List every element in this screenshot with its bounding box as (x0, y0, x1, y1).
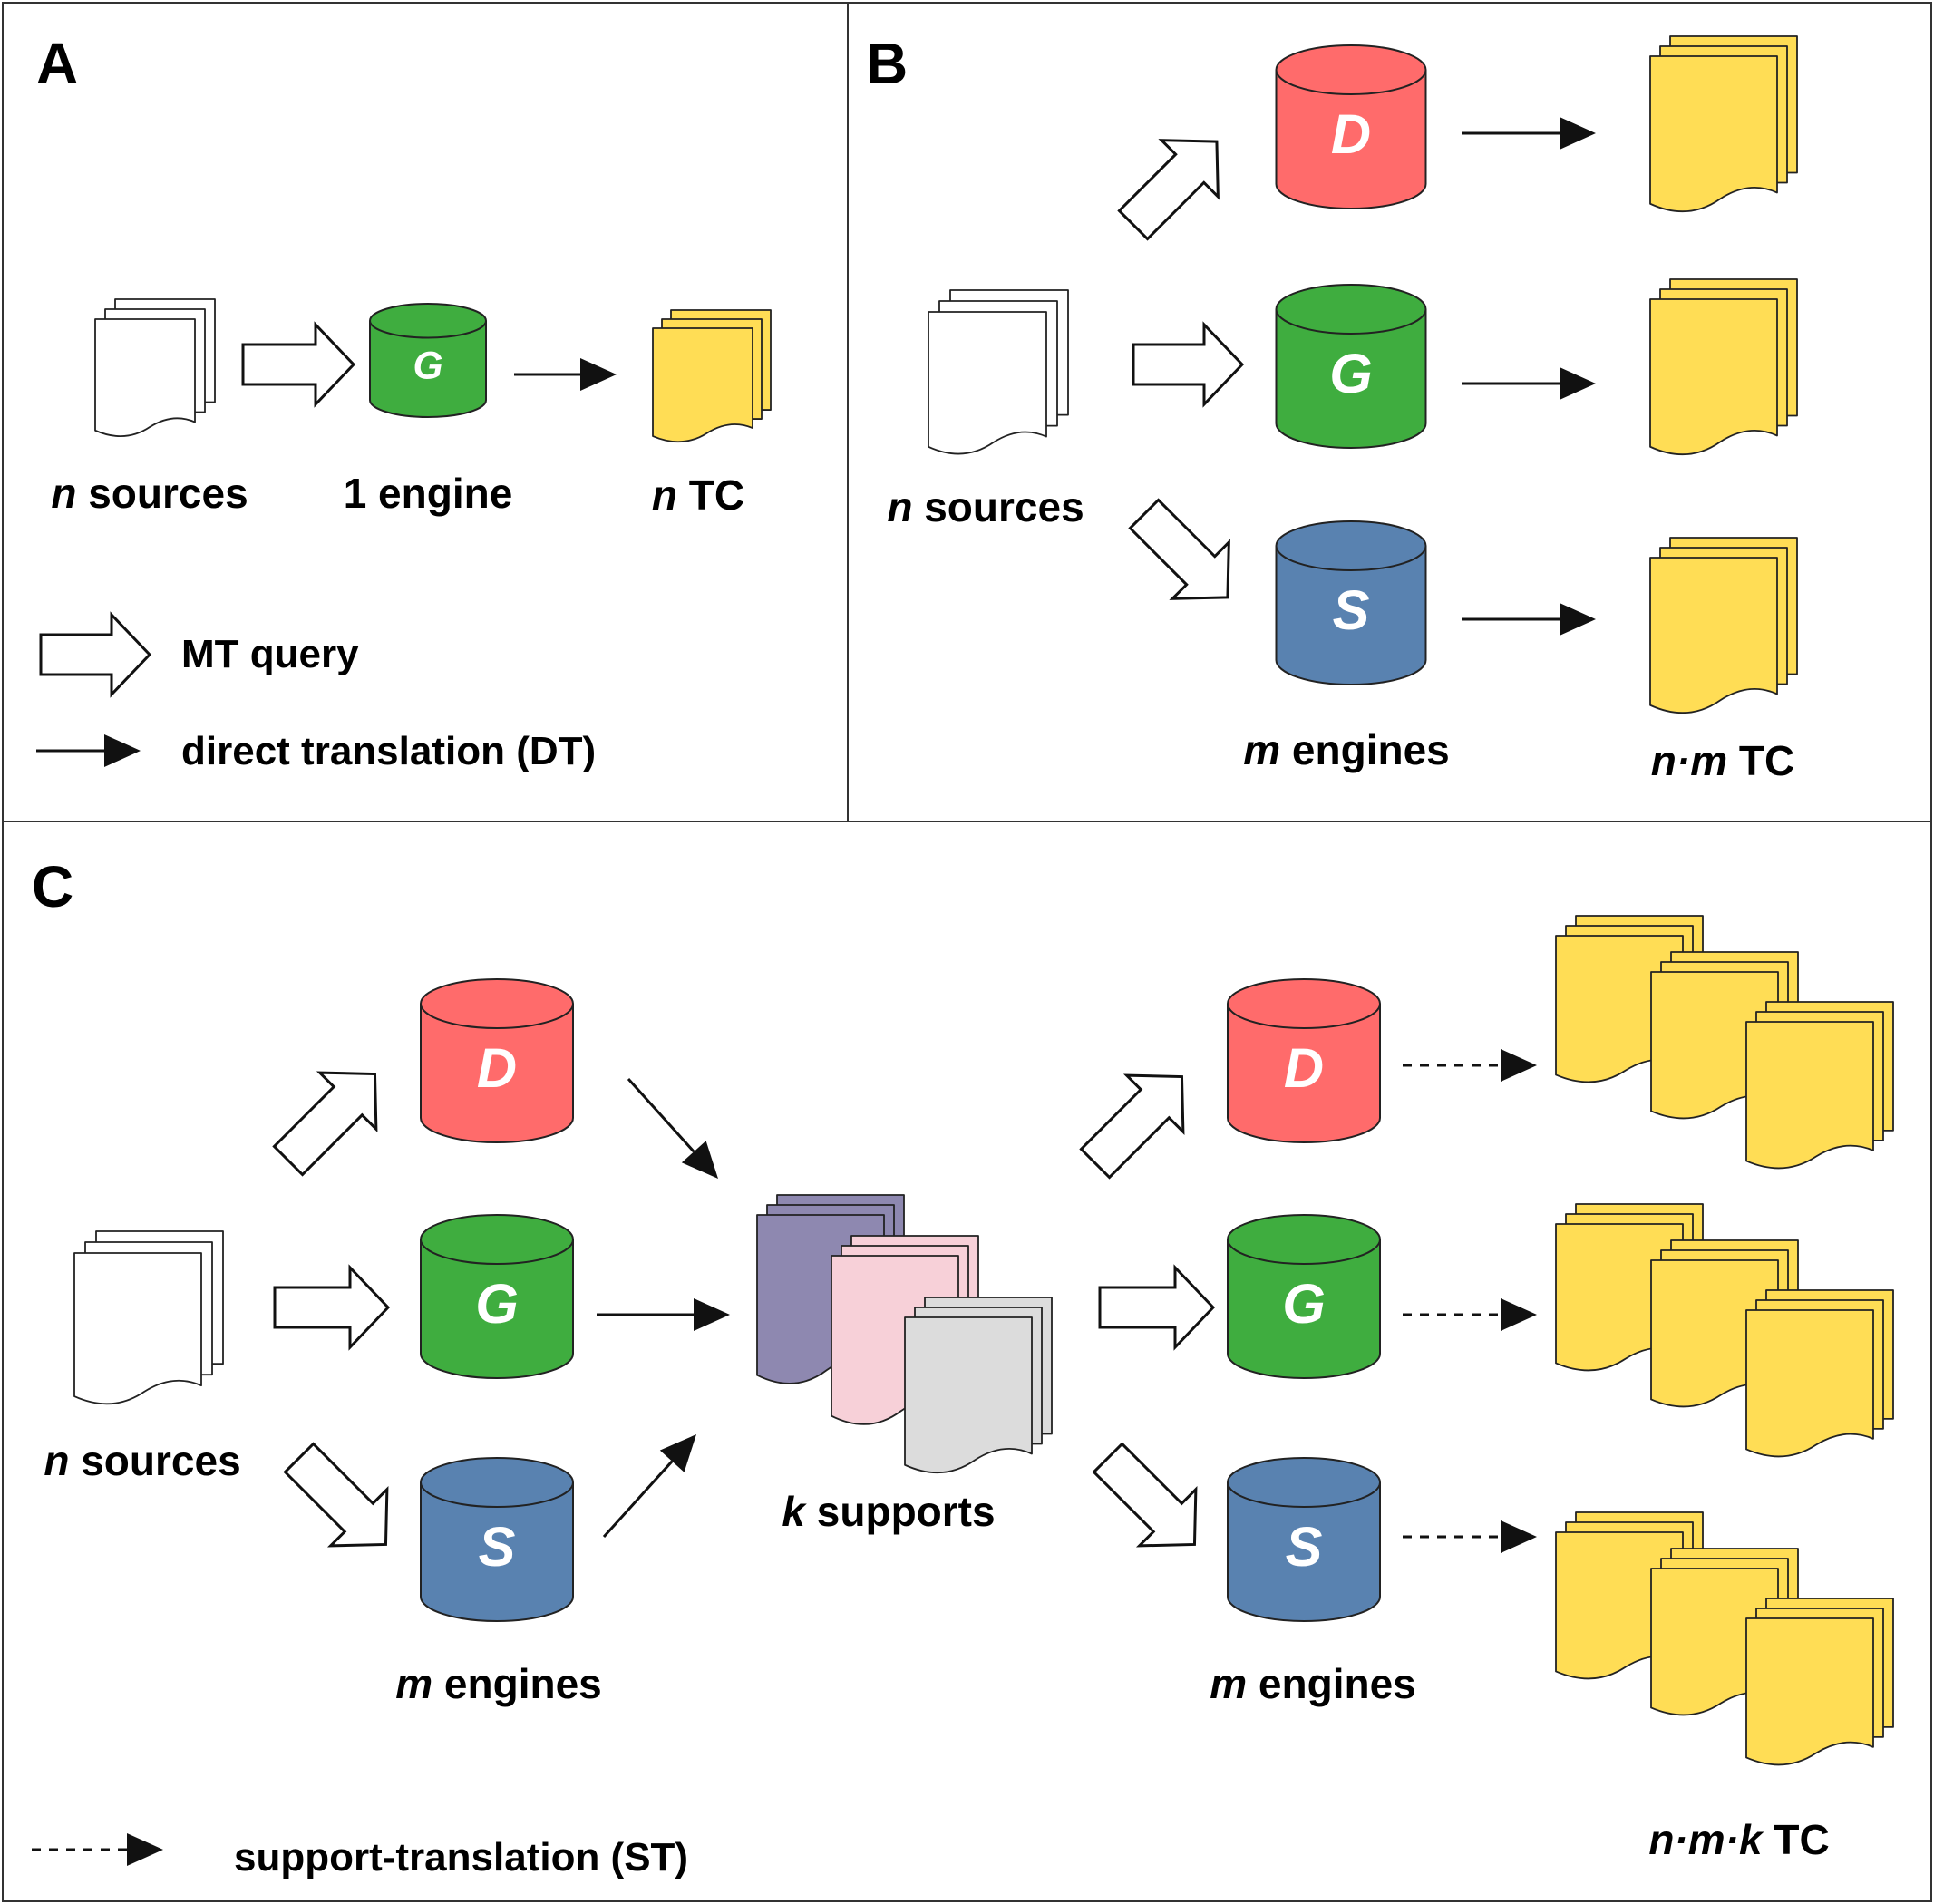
documents-layer (73, 35, 1894, 1766)
legend-mt-query-arrow (39, 611, 152, 698)
legend-mt-query-label: MT query (181, 632, 359, 676)
panel-b-engine-s: S (1275, 520, 1427, 685)
engine-letter: S (479, 1516, 516, 1578)
legend-support-translation-arrow (32, 1833, 163, 1866)
panel-a-sources-label: n sources (51, 470, 248, 517)
engine-letter: G (413, 345, 442, 388)
panel-c-mt-query-arrow-up (272, 1071, 378, 1177)
panel-c-border (2, 821, 1932, 1902)
panel-b-dt-arrow-d (1462, 117, 1596, 150)
panel-b-sources-label: n sources (887, 483, 1084, 530)
panel-a-source-docs (94, 298, 216, 438)
engine-letter: G (475, 1273, 519, 1335)
panel-c-dt-arrow-g (597, 1298, 730, 1331)
panel-b-dt-arrow-s (1462, 603, 1596, 636)
panel-c-sources-label: n sources (44, 1437, 240, 1484)
legend-direct-translation-label: direct translation (DT) (181, 729, 596, 773)
panel-c-tc-label: n·m·k TC (1648, 1816, 1829, 1863)
panel-c-engine-s-left: S (420, 1457, 574, 1622)
panel-a-dt-arrow (514, 358, 617, 391)
panel-c-dt-arrow-s (602, 1434, 696, 1539)
panel-c-support-docs-gray (904, 1297, 1053, 1474)
panel-b-tc-docs-d (1649, 35, 1798, 213)
panel-b-tc-docs-s (1649, 537, 1798, 714)
panel-c-tc-g-stack-3 (1745, 1289, 1894, 1458)
panel-c-st-arrow-g (1403, 1298, 1537, 1331)
panel-a-tc-label: n TC (652, 471, 744, 519)
panel-c-letter: C (32, 854, 73, 919)
engine-letter: D (1331, 103, 1371, 165)
panel-b-tc-label: n·m TC (1651, 737, 1794, 784)
panel-c-mt-query-arrow-down (283, 1442, 389, 1548)
panel-c-source-docs (73, 1230, 224, 1405)
panel-c-tc-s-stack-1 (1555, 1511, 1704, 1680)
panel-c-engine-s-right: S (1227, 1457, 1381, 1622)
panel-c-dt-arrow-d (627, 1077, 718, 1179)
panel-a-mt-query-arrow (241, 321, 356, 408)
panel-b-source-docs (928, 289, 1069, 455)
panel-b-engine-g: G (1275, 284, 1427, 449)
panel-c-engine-g-right: G (1227, 1214, 1381, 1379)
panel-c-tc-d-stack-3 (1745, 1001, 1894, 1170)
panel-c-engines-right-label: m engines (1210, 1660, 1416, 1707)
engine-letter: G (1329, 343, 1373, 404)
legend-support-translation-label: support-translation (ST) (234, 1835, 688, 1880)
panel-a-engine-g: G (369, 303, 487, 418)
panel-b-engines-label: m engines (1243, 726, 1450, 773)
panel-c-engine-d-right: D (1227, 978, 1381, 1143)
engine-letter: D (477, 1037, 517, 1099)
panel-b-mt-query-arrow-mid (1132, 321, 1245, 408)
panel-c-st-arrow-d (1403, 1049, 1537, 1082)
panel-c-engine-d-left: D (420, 978, 574, 1143)
engines-layer: G D G S D G S D G S (369, 44, 1427, 1622)
panel-b-mt-query-arrow-up (1117, 139, 1220, 241)
engine-letter: S (1333, 579, 1370, 641)
panel-b-mt-query-arrow-down (1128, 498, 1230, 600)
engine-letter: D (1284, 1037, 1324, 1099)
panel-a-letter: A (36, 31, 78, 96)
engine-letter: G (1282, 1273, 1326, 1335)
panel-c-mt-query-arrow-up-right (1079, 1073, 1185, 1180)
panel-c-engines-left-label: m engines (395, 1660, 602, 1707)
panel-b-engine-d: D (1275, 44, 1427, 209)
panel-c-engine-g-left: G (420, 1214, 574, 1379)
panel-b-dt-arrow-g (1462, 367, 1596, 400)
panel-a-engine-label: 1 engine (344, 470, 513, 517)
panel-c-mt-query-arrow-mid (273, 1264, 391, 1351)
panel-b-tc-docs-g (1649, 278, 1798, 456)
panel-c-tc-s-stack-3 (1745, 1598, 1894, 1766)
panel-c-st-arrow-s (1403, 1520, 1537, 1553)
engine-letter: S (1286, 1516, 1323, 1578)
panel-c-mt-query-arrow-mid-right (1098, 1264, 1216, 1351)
arrows-layer (32, 117, 1596, 1866)
panel-a-tc-docs (652, 309, 772, 443)
panel-c-mt-query-arrow-down-right (1092, 1442, 1198, 1548)
legend-direct-translation-arrow (36, 734, 141, 767)
panel-c-supports-label: k supports (782, 1488, 995, 1535)
panel-b-letter: B (866, 31, 908, 96)
